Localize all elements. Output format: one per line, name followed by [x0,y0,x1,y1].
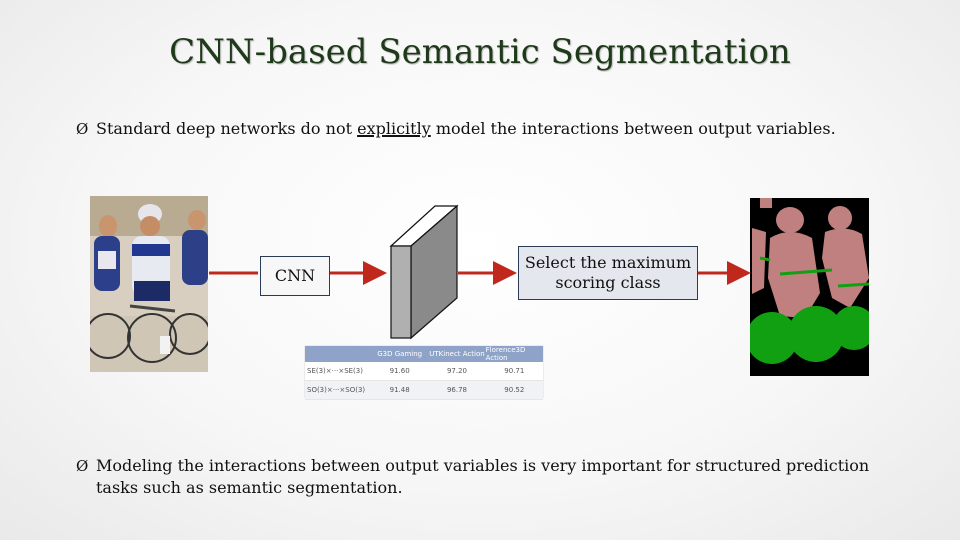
table-header-cell: G3D Gaming [377,350,423,358]
bullet-1-text-start: Standard deep networks do not [96,119,358,138]
table-cell: 96.78 [446,386,468,394]
bullet-arrow-icon: Ø [76,120,89,138]
table-cell: SE(3)×···×SE(3) [307,367,363,375]
results-table: G3D Gaming UTKinect Action Florence3D Ac… [305,346,543,400]
table-row: SO(3)×···×SO(3) 91.48 96.78 90.52 [305,381,543,400]
bullet-point-1: Ø Standard deep networks do not explicit… [76,118,936,140]
table-cell: 91.60 [389,367,410,375]
table-header-cell: Florence3D Action [485,346,526,362]
cnn-box: CNN [260,256,330,296]
bullet-1-emphasis: explicitly [357,119,431,138]
table-cell: SO(3)×···×SO(3) [307,386,366,394]
table-cell: 90.52 [504,386,525,394]
slide-title: CNN-based Semantic Segmentation [169,32,791,72]
bullet-arrow-icon: Ø [76,457,89,475]
cyclists-photo [90,196,208,372]
table-row: SE(3)×···×SE(3) 91.60 97.20 90.71 [305,362,543,381]
bullet-2-text: Modeling the interactions between output… [96,456,870,497]
table-cell: 91.48 [389,386,410,394]
table-header-row: G3D Gaming UTKinect Action Florence3D Ac… [305,346,543,362]
select-max-class-box: Select the maximum scoring class [518,246,698,300]
feature-block-3d [389,204,459,340]
segmentation-map [750,198,869,376]
table-header-cell: UTKinect Action [429,350,485,358]
table-cell: 90.71 [504,367,525,375]
bullet-point-2: Ø Modeling the interactions between outp… [76,455,916,499]
table-header-cell [305,346,371,362]
bullet-1-text-end: model the interactions between output va… [430,119,836,138]
table-cell: 97.20 [446,367,468,375]
